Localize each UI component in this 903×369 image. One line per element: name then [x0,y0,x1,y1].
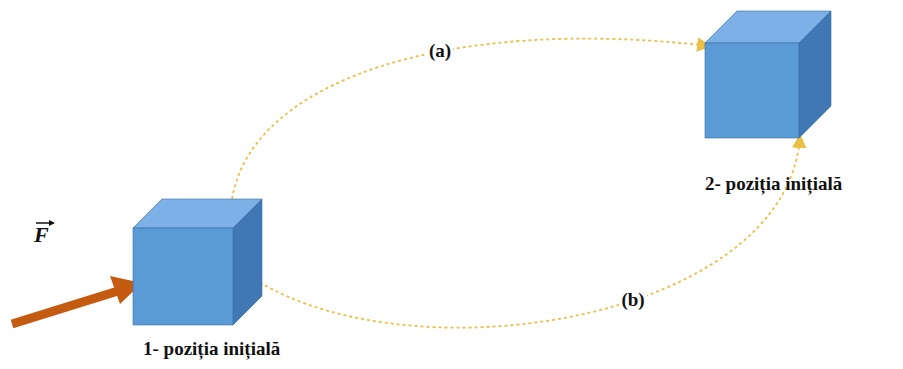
position-label: 1- poziția inițială [143,338,280,360]
vector-bar-head [49,220,55,226]
trajectory-path [240,135,800,328]
position-label: 2- poziția inițială [705,173,842,195]
cube-shape [704,10,832,139]
cube-block: 2- poziția inițială [704,10,832,139]
cube-shape [132,198,263,326]
cube-face [233,199,262,325]
cube-face [799,11,831,138]
cube-face [133,228,233,325]
path-label: (a) [427,40,453,62]
trajectory-path [232,39,710,199]
cube-face [705,43,799,138]
force-arrow [12,291,118,324]
cube-block: 1- poziția inițială [132,198,263,326]
path-label: (b) [619,289,646,311]
force-symbol: F [34,222,49,248]
